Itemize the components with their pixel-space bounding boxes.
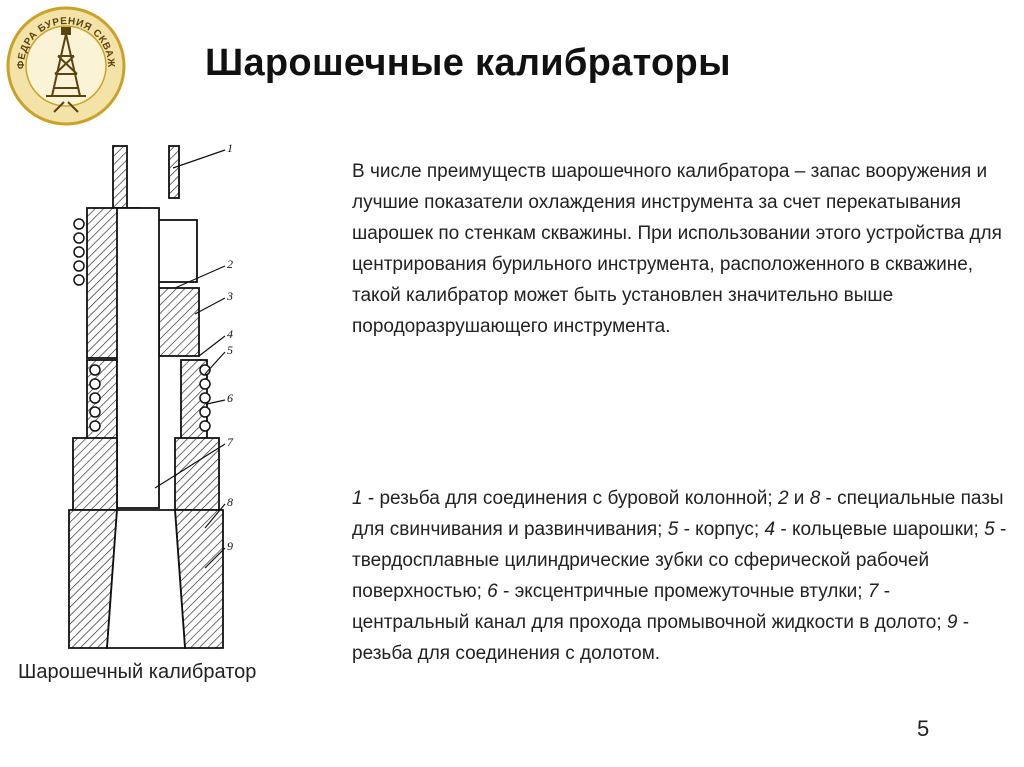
callout-6: 6: [227, 391, 233, 405]
callout-5: 5: [227, 343, 233, 357]
legend-text: - резьба для соединения с долотом.: [352, 612, 970, 664]
derrick-icon: [46, 27, 86, 97]
legend-text: и: [788, 488, 810, 509]
page-number: 5: [917, 716, 930, 741]
legend-number: 2: [777, 488, 789, 509]
department-logo: КАФЕДРА БУРЕНИЯ СКВАЖИН: [0, 0, 128, 128]
legend-text: - специальные пазы для свинчивания и раз…: [352, 488, 1004, 540]
callout-9: 9: [227, 539, 233, 553]
callout-4: 4: [227, 327, 233, 341]
slide-title: Шарошечные калибраторы: [205, 42, 731, 84]
legend-number: 7: [867, 581, 879, 602]
legend-text: - центральный канал для прохода промывоч…: [352, 581, 947, 633]
legend-text: - кольцевые шарошки;: [775, 519, 985, 540]
reamer-drawing: 1 2 3 4 5 6 7 8 9: [55, 138, 250, 656]
legend-number: 5: [667, 519, 679, 540]
callout-1: 1: [227, 141, 233, 155]
legend-text: - твердосплавные цилиндрические зубки со…: [352, 519, 1007, 602]
legend-number: 6: [487, 581, 498, 602]
callout-3: 3: [226, 289, 233, 303]
legend-text: - резьба для соединения с буровой колонн…: [362, 488, 778, 509]
legend-paragraph: 1 - резьба для соединения с буровой коло…: [352, 483, 1012, 669]
legend-text: - корпус;: [678, 519, 765, 540]
callout-7: 7: [227, 435, 234, 449]
legend-number: 1: [352, 488, 363, 509]
legend-text: - эксцентричные промежуточные втулки;: [497, 581, 868, 602]
callout-2: 2: [227, 257, 233, 271]
legend-number: 4: [764, 519, 776, 540]
callout-8: 8: [227, 495, 233, 509]
intro-paragraph: В числе преимуществ шарошечного калибрат…: [352, 161, 1002, 337]
legend-number: 9: [946, 612, 958, 633]
legend-number: 8: [809, 488, 821, 509]
legend-number: 5: [984, 519, 995, 540]
figure-caption: Шарошечный калибратор: [18, 661, 257, 683]
crossed-hammers-icon: [53, 101, 79, 113]
